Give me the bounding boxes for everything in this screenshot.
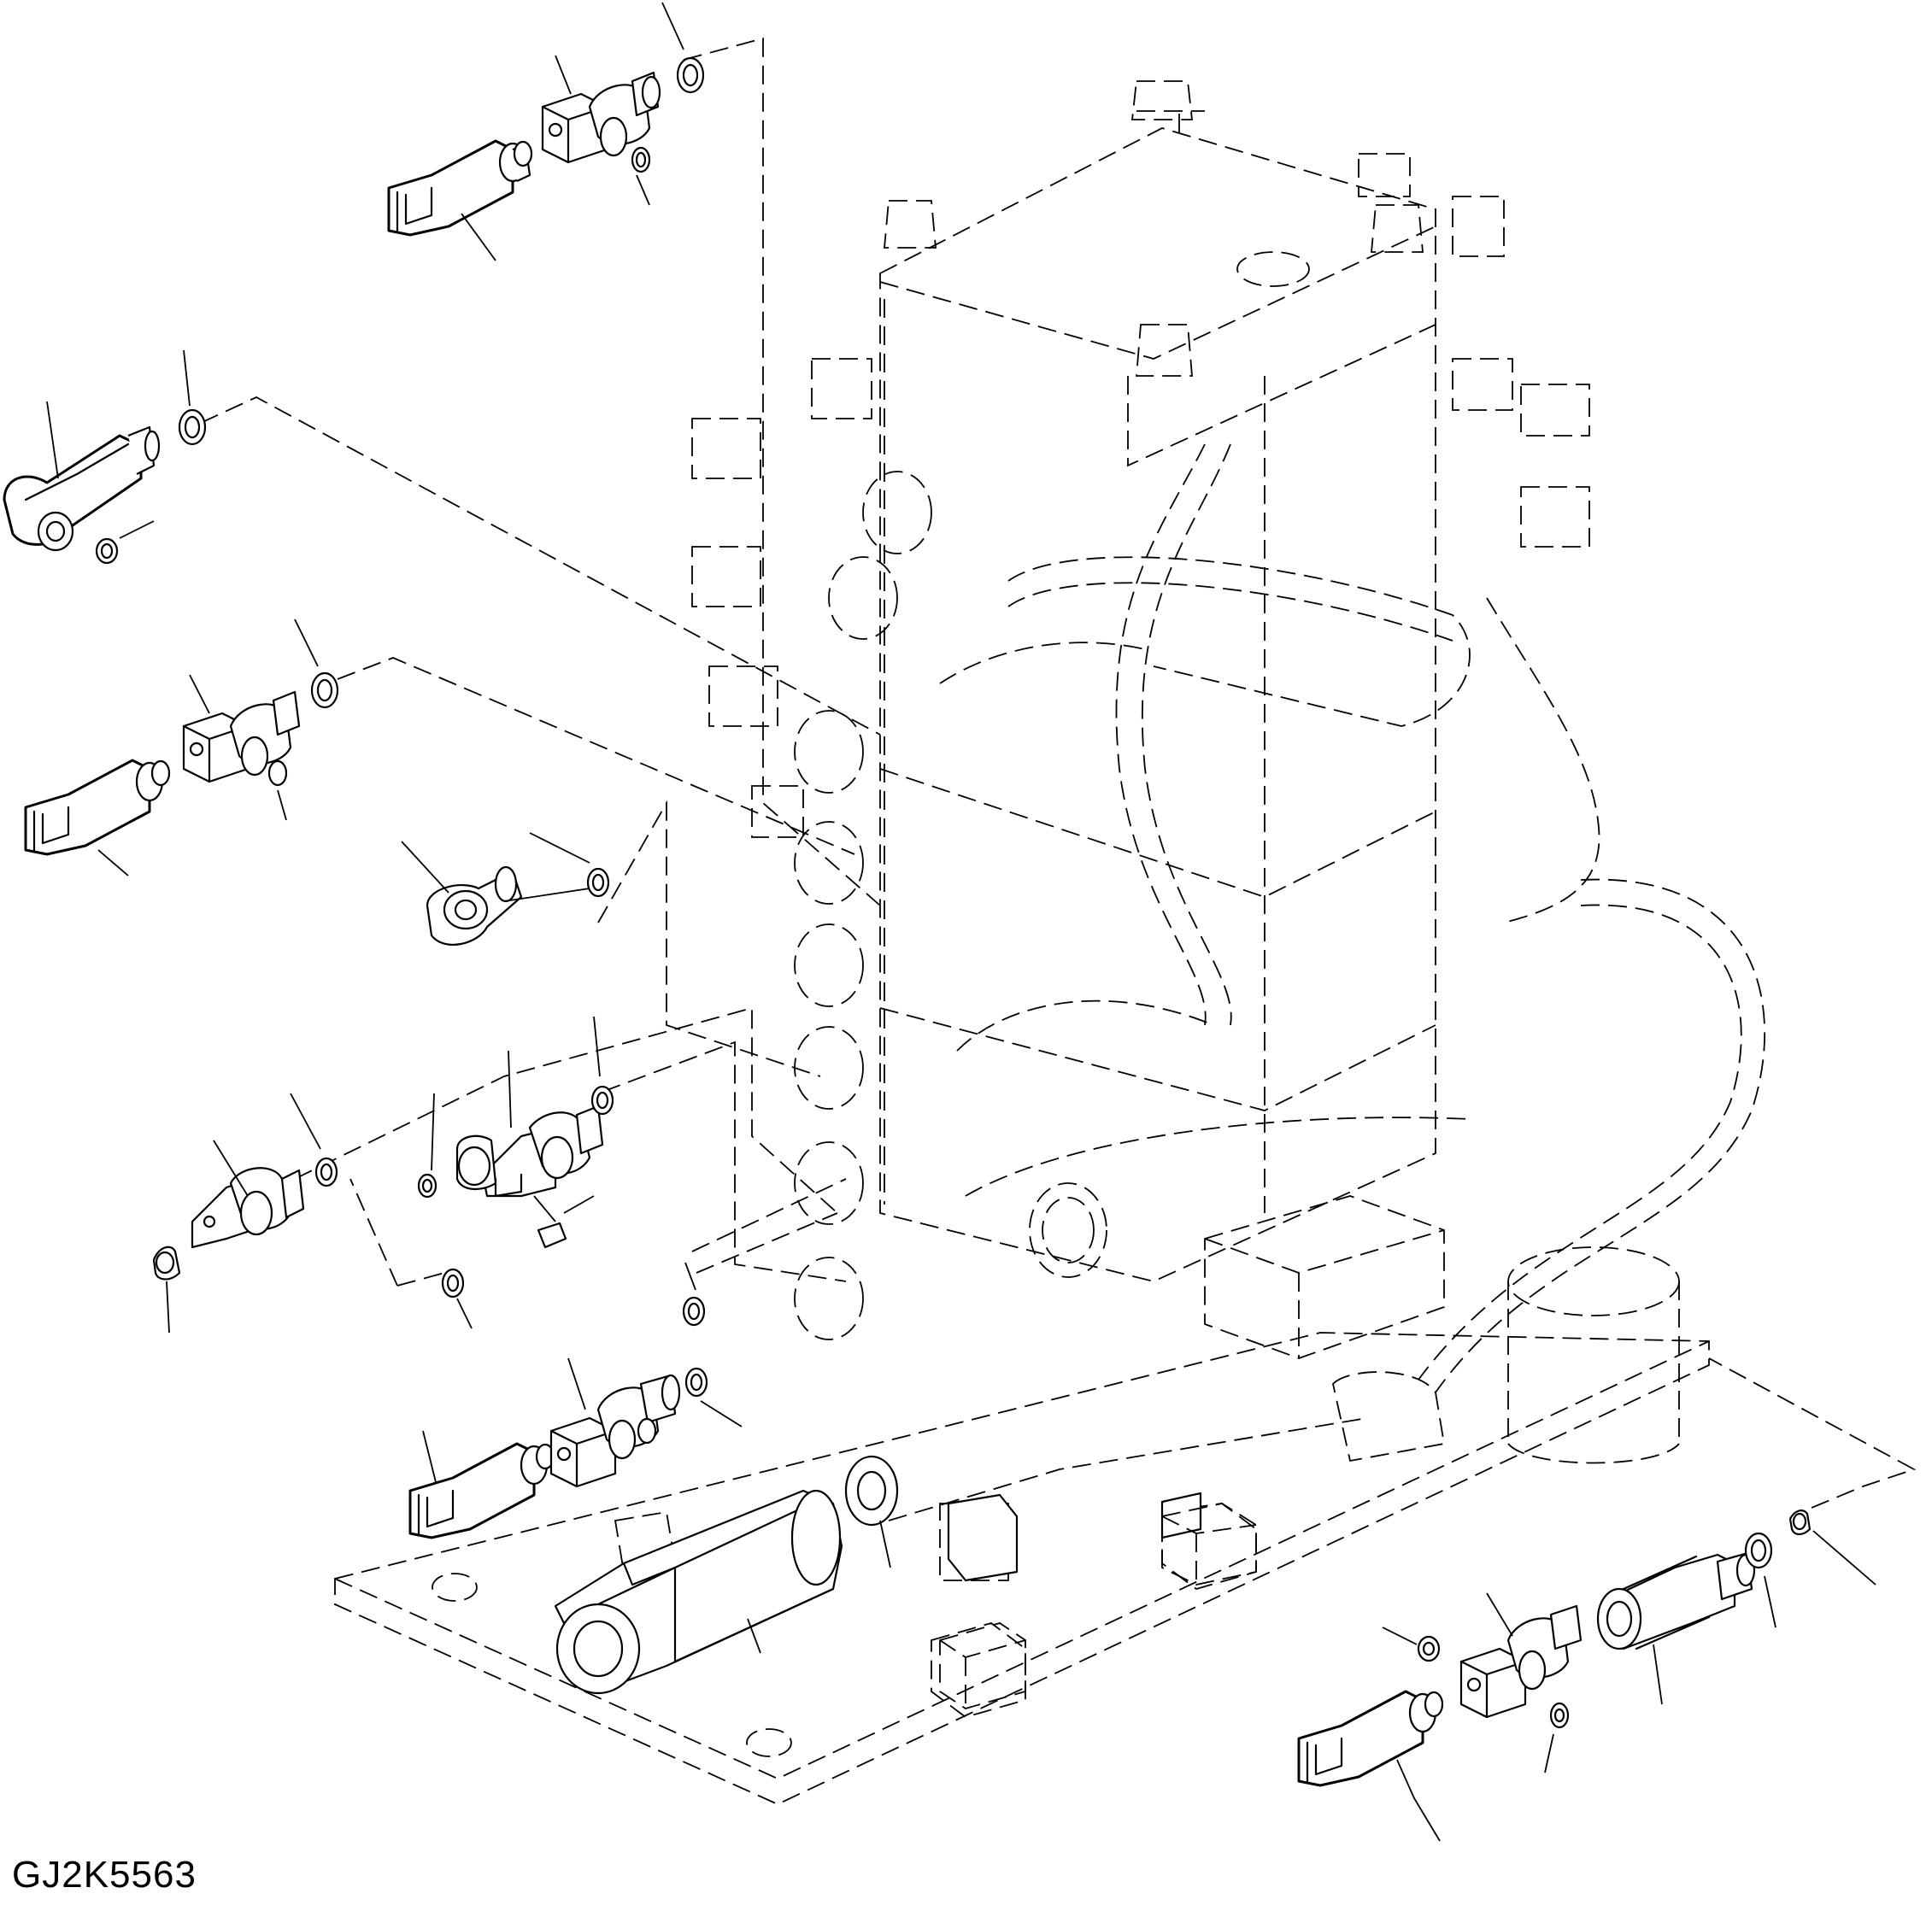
part-group-left-2 — [24, 618, 339, 876]
part-group-lower-right — [1297, 1509, 1876, 1842]
part-group-center-fittings — [152, 1016, 614, 1334]
relief-valve-cartridge — [554, 1455, 1202, 1695]
part-group-lower-left — [408, 1262, 743, 1539]
part-group-top — [387, 2, 705, 261]
control-valve-body — [614, 80, 1765, 1718]
assembly-lines — [200, 37, 1917, 1521]
base-plate — [334, 1332, 1710, 1805]
part-group-left-1 — [3, 349, 207, 565]
part-group-center-elbow — [401, 832, 610, 946]
drawing-code: GJ2K5563 — [12, 1854, 197, 1896]
base-blocks — [939, 1503, 1257, 1709]
